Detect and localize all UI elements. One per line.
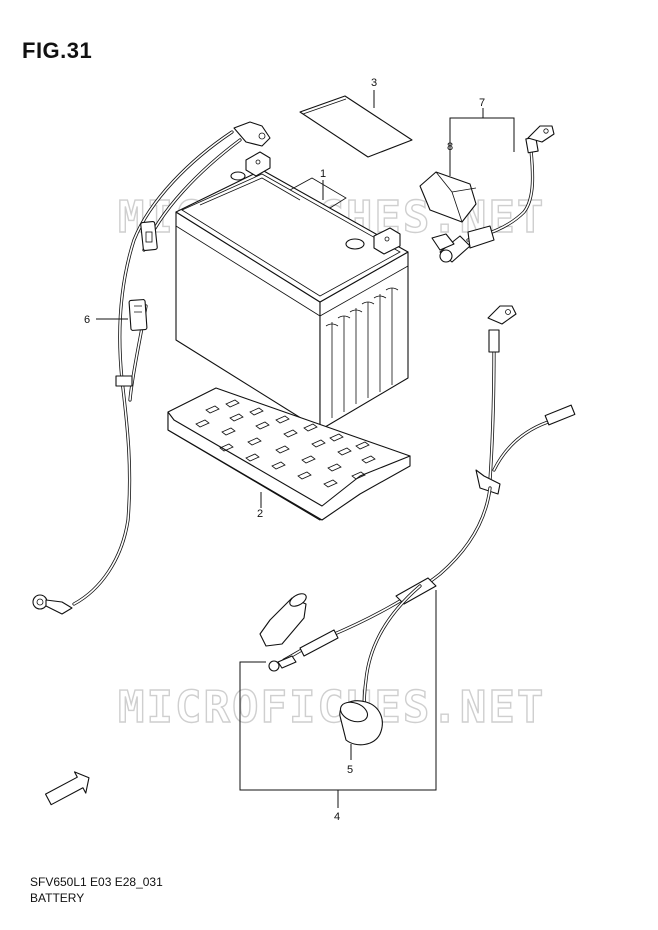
- part-7-battery-cable[interactable]: [431, 125, 555, 263]
- part-1-battery[interactable]: [175, 151, 409, 431]
- part-4-bracket: [239, 590, 437, 808]
- front-arrow-icon: FWD: [44, 771, 90, 806]
- figure-code: SFV650L1 E03 E28_031: [30, 875, 163, 889]
- callout-6: 6: [84, 314, 90, 326]
- callout-7: 7: [479, 97, 485, 109]
- callout-2: 2: [257, 508, 263, 520]
- callout-1: 1: [320, 168, 326, 180]
- part-3-label-sheet[interactable]: [299, 95, 413, 158]
- callout-8: 8: [447, 141, 453, 153]
- part-5-cap[interactable]: [338, 699, 383, 746]
- part-7-bracket: [449, 108, 515, 176]
- part-6-wiring-harness[interactable]: [32, 121, 271, 615]
- callout-3: 3: [371, 77, 377, 89]
- figure-title: FIG.31: [22, 38, 93, 63]
- part-8-terminal-cover[interactable]: [419, 171, 477, 223]
- leader-lines: [96, 90, 375, 760]
- figure-name: BATTERY: [30, 891, 85, 905]
- callout-5: 5: [347, 764, 353, 776]
- watermark-bottom: MICROFICHES.NET: [118, 682, 545, 733]
- callout-4: 4: [334, 811, 340, 823]
- part-2-battery-tray[interactable]: [167, 387, 411, 521]
